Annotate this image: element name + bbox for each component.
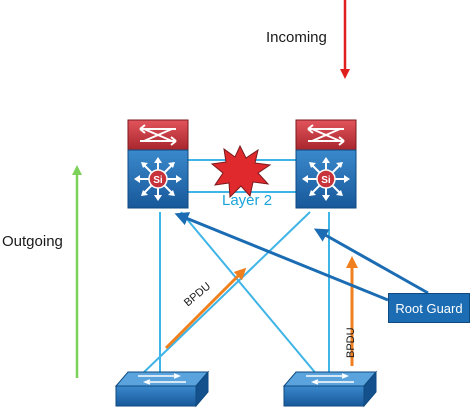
bpdu-arrow-left — [164, 267, 247, 350]
link-left-core-right-access — [180, 211, 319, 377]
bpdu-label-right: BPDU — [345, 327, 357, 358]
root-guard-arrow-left — [174, 212, 389, 302]
layer2-label: Layer 2 — [222, 192, 273, 209]
root-guard-label: Root Guard — [395, 300, 463, 316]
access-switch-right — [283, 371, 377, 407]
link-right-core-left-access — [139, 211, 311, 377]
explosion-burst-icon — [210, 144, 272, 199]
incoming-label: Incoming — [266, 29, 327, 46]
access-switch-left — [115, 371, 209, 407]
root-guard-box: Root Guard — [388, 293, 470, 323]
core-switch-left — [127, 119, 189, 209]
root-guard-arrow-right — [313, 228, 429, 295]
outgoing-label: Outgoing — [2, 233, 63, 250]
core-switch-right — [295, 119, 357, 209]
